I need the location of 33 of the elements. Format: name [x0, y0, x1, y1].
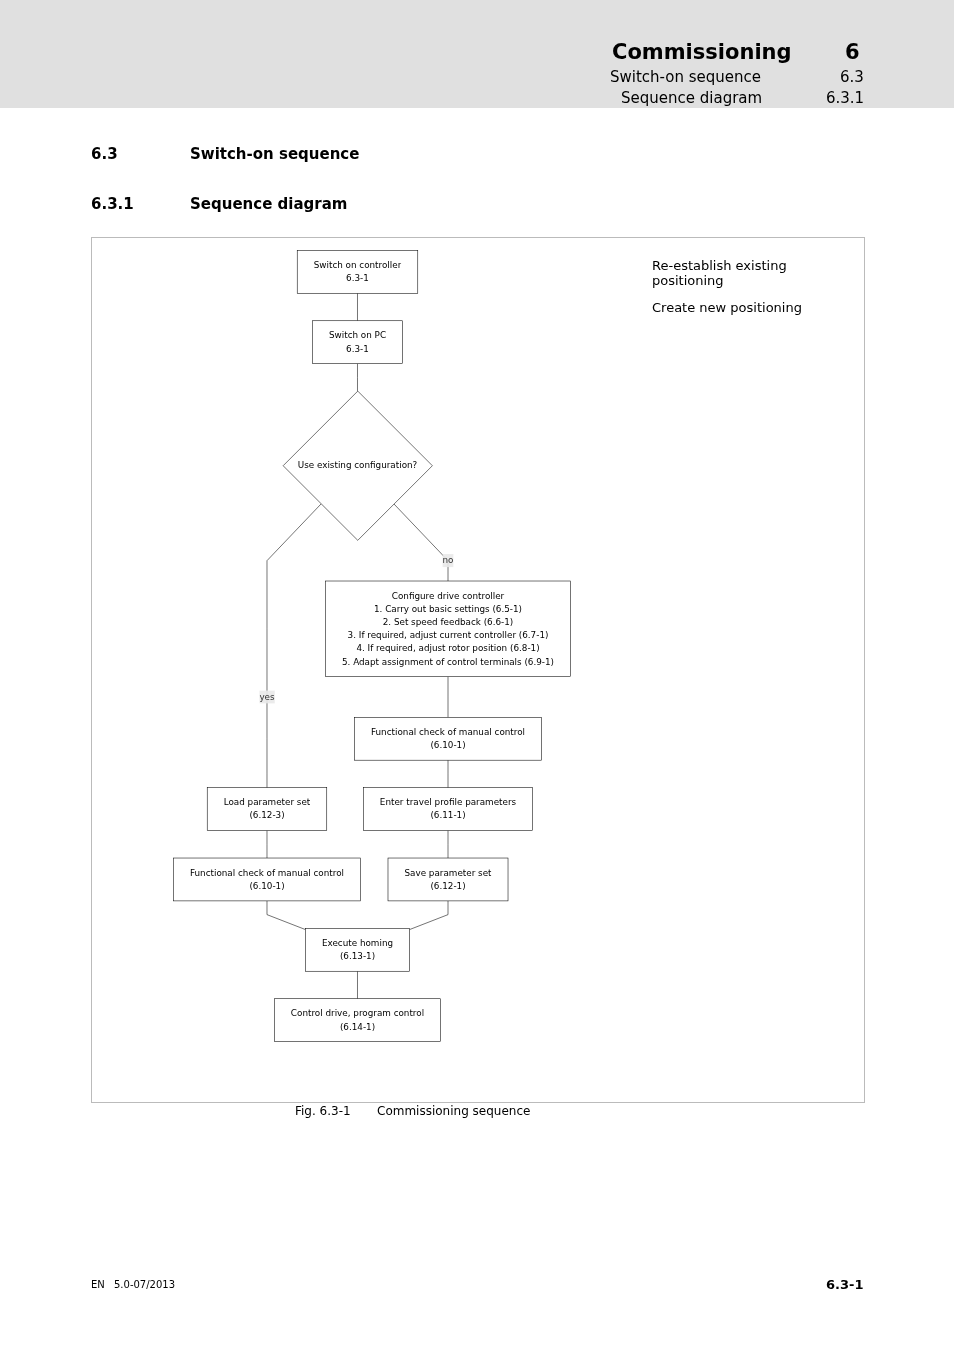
figure-number: Fig. 6.3-1 [295, 1104, 351, 1118]
node-box: Functional check of manual control (6.10-1) [354, 717, 542, 761]
version-date: 5.0-07/2013 [114, 1279, 176, 1290]
page-title: Commissioning [612, 40, 792, 64]
node-box: Enter travel profile parameters (6.11-1) [363, 787, 533, 831]
node-box: Control drive, program control (6.14-1) [274, 998, 441, 1042]
edge-label: yes [259, 691, 275, 702]
branch-note: Create new positioning [652, 300, 803, 315]
branch-note: Re-establish existing positioning [652, 258, 788, 288]
section-heading: Switch-on sequence [190, 145, 360, 163]
node-box: Save parameter set (6.12-1) [387, 857, 509, 902]
connector [357, 970, 358, 999]
node-box: Execute homing (6.13-1) [305, 928, 410, 972]
chapter-number: 6 [845, 40, 860, 64]
connector [266, 900, 306, 930]
node-box: Load parameter set (6.12-3) [206, 787, 328, 831]
section-number: 6.3.1 [91, 195, 134, 213]
language-code: EN [91, 1279, 105, 1290]
node-diamond: Use existing configuration? [282, 390, 433, 541]
header-number: 6.3.1 [826, 89, 865, 107]
header-section: Switch-on sequence [610, 68, 762, 86]
node-box: Functional check of manual control (6.10-1) [173, 857, 361, 902]
node-box: Switch on controller 6.3-1 [296, 250, 419, 294]
section-heading: Sequence diagram [190, 195, 348, 213]
section-number: 6.3 [91, 145, 118, 163]
figure-caption: Commissioning sequence [377, 1104, 531, 1118]
node-box: Configure drive controller 1. Carry out basic settings (6.5-1) 2. Set speed feedback (6.6-1) 3. If required, adjust current controller (6.7-1) 4. If required, adjust rotor position (6.8-1) 5. Adapt assignment of control terminals (6.9-1) [325, 580, 571, 677]
edge-label: no [442, 555, 454, 566]
header-subsection: Sequence diagram [621, 89, 763, 107]
node-box: Switch on PC 6.3-1 [312, 320, 403, 364]
connector [357, 293, 358, 322]
header-number: 6.3 [840, 68, 864, 86]
page-number: 6.3-1 [826, 1277, 864, 1292]
